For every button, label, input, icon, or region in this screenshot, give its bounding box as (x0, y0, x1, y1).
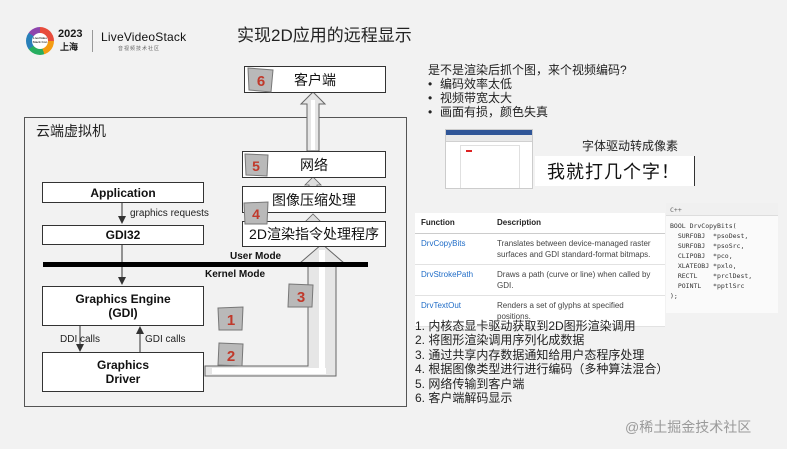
code-line: CLIPOBJ *pco, (670, 251, 774, 261)
gdi32-label: GDI32 (106, 228, 141, 242)
reason-item: •视频带宽太大 (428, 91, 548, 105)
reason-item: •画面有损，颜色失真 (428, 105, 548, 119)
reason-item: •编码效率太低 (428, 77, 548, 91)
step-badge-1: 1 (216, 305, 246, 333)
graphics-engine-box: Graphics Engine (GDI) (42, 286, 204, 326)
gdi-function-table: Function Description DrvCopyBits Transla… (415, 213, 665, 327)
render-command-handler-label: 2D渲染指令处理程序 (249, 224, 379, 244)
table-header-description: Description (491, 213, 665, 233)
table-header-function: Function (415, 213, 491, 233)
step-item: 2. 将图形渲染调用序列化成数据 (415, 333, 668, 347)
code-line: SURFOBJ *psoDest, (670, 231, 774, 241)
steps-list: 1. 内核态显卡驱动获取到2D图形渲染调用 2. 将图形渲染调用序列化成数据 3… (415, 319, 668, 405)
reasons-list: •编码效率太低 •视频带宽太大 •画面有损，颜色失真 (428, 77, 548, 119)
kernel-mode-label: Kernel Mode (205, 269, 265, 280)
function-description: Draws a path (curve or line) when called… (491, 264, 665, 295)
step-badge-5: 5 (243, 152, 271, 178)
step-badge-6: 6 (246, 66, 276, 94)
watermark: @稀土掘金技术社区 (625, 417, 751, 437)
graphics-driver-box: Graphics Driver (42, 352, 204, 392)
step-badge-2: 2 (216, 341, 246, 369)
table-row: DrvCopyBits Translates between device-ma… (415, 233, 665, 264)
application-box: Application (42, 182, 204, 203)
network-label: 网络 (300, 155, 328, 175)
svg-text:4: 4 (252, 206, 260, 222)
svg-text:5: 5 (252, 158, 260, 174)
code-line: SURFOBJ *psoSrc, (670, 241, 774, 251)
graphics-engine-sublabel: (GDI) (108, 306, 137, 320)
function-link[interactable]: DrvCopyBits (415, 233, 491, 264)
function-description: Translates between device-managed raster… (491, 233, 665, 264)
code-line: POINTL *pptlSrc (670, 281, 774, 291)
gdi-calls-label: GDI calls (145, 334, 186, 345)
table-row: DrvStrokePath Draws a path (curve or lin… (415, 264, 665, 295)
question-text: 是不是渲染后抓个图，来个视频编码? (428, 61, 627, 78)
code-snippet: C++ BOOL DrvCopyBits( SURFOBJ *psoDest, … (666, 203, 778, 313)
step-item: 5. 网络传输到客户端 (415, 377, 668, 391)
step-badge-4: 4 (242, 200, 270, 226)
table-header-row: Function Description (415, 213, 665, 233)
code-line: RECTL *prclDest, (670, 271, 774, 281)
step-item: 3. 通过共享内存数据通知给用户态程序处理 (415, 348, 668, 362)
svg-text:6: 6 (257, 73, 265, 90)
graphics-engine-label: Graphics Engine (75, 292, 170, 306)
user-kernel-boundary (43, 262, 368, 267)
graphics-driver-label: Graphics (97, 358, 149, 372)
gdi32-box: GDI32 (42, 225, 204, 245)
step-badge-3: 3 (286, 282, 316, 310)
svg-text:2: 2 (227, 348, 235, 365)
graphics-requests-label: graphics requests (130, 208, 209, 219)
application-label: Application (90, 186, 155, 200)
code-line: XLATEOBJ *pxlo, (670, 261, 774, 271)
step-item: 1. 内核态显卡驱动获取到2D图形渲染调用 (415, 319, 668, 333)
word-document-thumbnail (445, 129, 533, 189)
svg-text:1: 1 (227, 312, 235, 329)
graphics-driver-sublabel: Driver (106, 372, 141, 386)
font-to-pixels-title: 字体驱动转成像素 (582, 137, 678, 154)
image-compress-label: 图像压缩处理 (272, 190, 356, 210)
step-item: 6. 客户端解码显示 (415, 391, 668, 405)
client-label: 客户端 (294, 70, 336, 90)
svg-text:3: 3 (297, 289, 305, 306)
step-item: 4. 根据图像类型进行进行编码（多种算法混合） (415, 362, 668, 376)
ddi-calls-label: DDI calls (60, 334, 100, 345)
user-mode-label: User Mode (230, 251, 281, 262)
code-line: ); (670, 291, 774, 301)
code-body: BOOL DrvCopyBits( SURFOBJ *psoDest, SURF… (666, 216, 778, 306)
code-language-label: C++ (666, 203, 778, 216)
font-render-demo: 我就打几个字！ (535, 156, 695, 186)
code-line: BOOL DrvCopyBits( (670, 221, 774, 231)
function-link[interactable]: DrvStrokePath (415, 264, 491, 295)
